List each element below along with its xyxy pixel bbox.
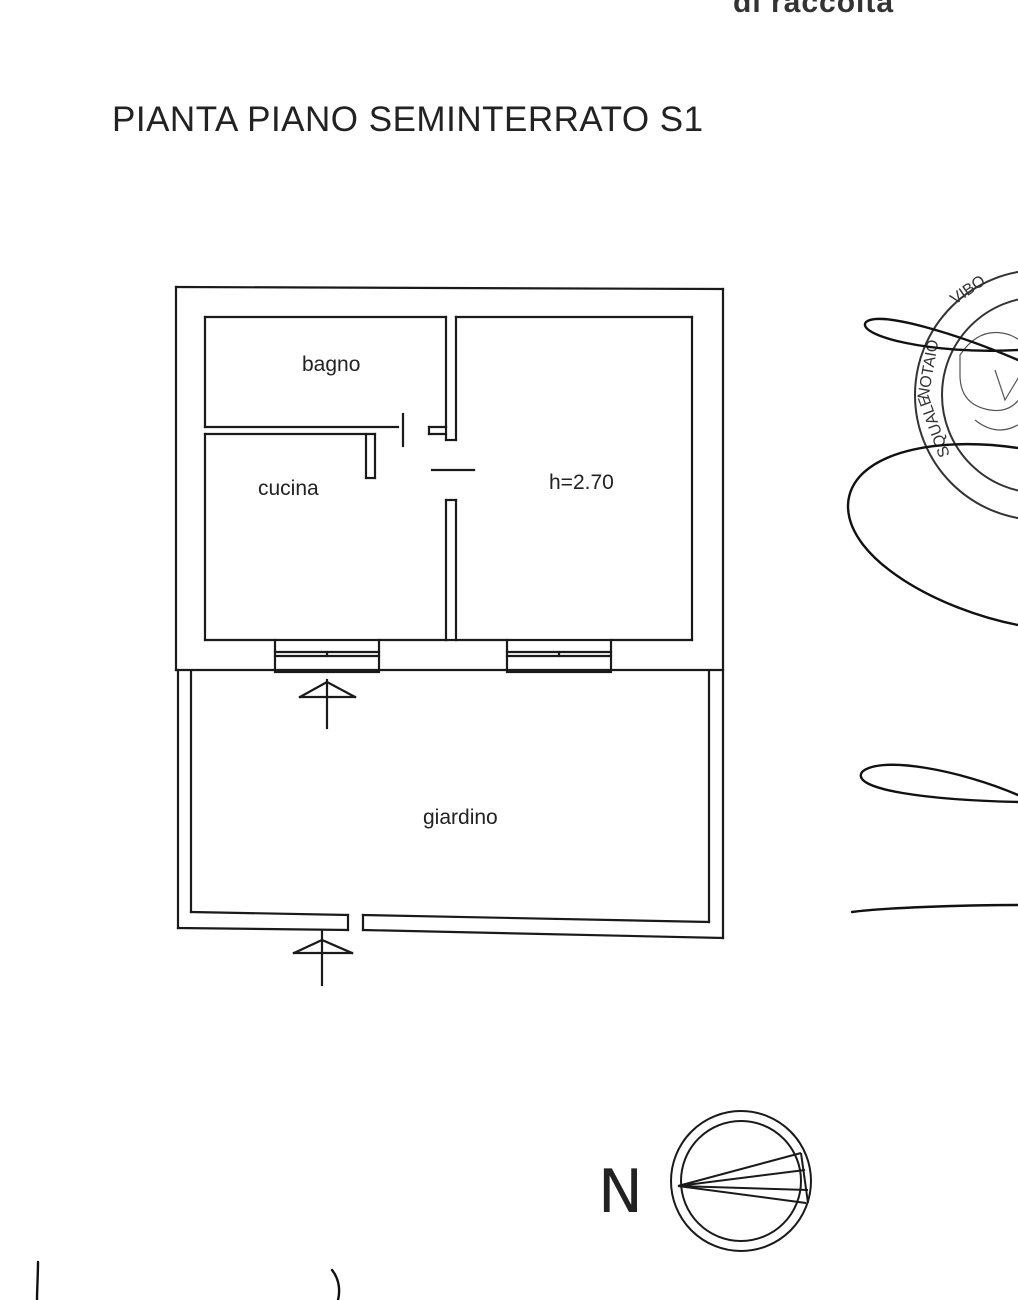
room-height-note: h=2.70 — [549, 471, 614, 494]
north-label: N — [598, 1157, 643, 1227]
entrance-arrow-upper — [298, 678, 357, 730]
room-label-bagno: bagno — [302, 353, 361, 376]
outer-walls — [174, 285, 725, 672]
header-fragment: di raccolta — [733, 0, 895, 19]
room-label-cucina: cucina — [258, 477, 319, 500]
svg-text:VIBO: VIBO — [948, 272, 989, 308]
page-title: PIANTA PIANO SEMINTERRATO S1 — [112, 100, 704, 139]
room-label-giardino: giardino — [423, 806, 498, 829]
window-right — [505, 638, 613, 674]
cucina-walls — [203, 432, 448, 642]
compass-icon — [670, 1110, 812, 1252]
window-left — [273, 638, 381, 674]
giardino-walls — [176, 668, 725, 940]
soggiorno-walls — [444, 315, 694, 642]
bagno-walls — [203, 315, 448, 442]
entrance-arrow-lower — [292, 928, 354, 987]
notary-stamp-icon: VIBO NOTAIO SQUALE — [914, 270, 1018, 520]
signature-icon — [35, 317, 1018, 1300]
